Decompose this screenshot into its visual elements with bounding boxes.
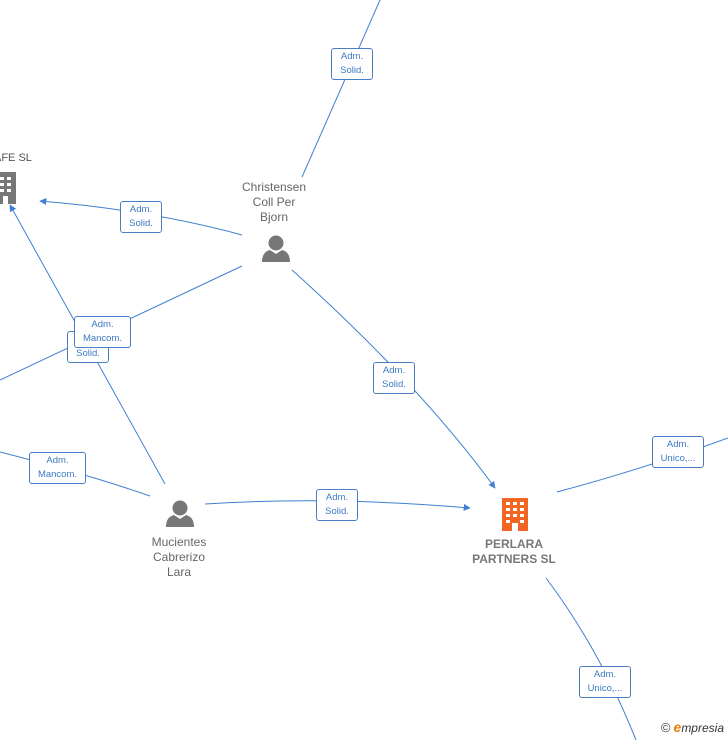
edge-label-christensen-perlara[interactable]: Adm. Solid. [373,362,415,394]
edge-label-right-unico[interactable]: Adm. Unico,... [652,436,704,468]
node-label-perlara[interactable]: PERLARA PARTNERS SL [472,537,556,566]
edge-top-to-christensen [301,0,381,178]
copyright-icon: © [660,719,671,735]
person-icon-christensen [262,235,290,262]
edge-right-to-perlara [556,437,728,493]
brand-watermark: © empresia [661,719,724,735]
edge-label-top-solid[interactable]: Adm. Solid. [331,48,373,80]
node-label-mucientes[interactable]: Mucientes Cabrerizo Lara [151,535,207,579]
edge-label-mancom-bottom[interactable]: Adm. Mancom. [29,452,86,484]
node-label-christensen[interactable]: Christensen Coll Per Bjorn [241,180,307,224]
edge-label-mucientes-perlara[interactable]: Adm. Solid. [316,489,358,521]
edge-label-mancom-top[interactable]: Adm. Mancom. [74,316,131,348]
edge-label-christensen-afe[interactable]: Adm. Solid. [120,201,162,233]
person-icon-mucientes [166,500,194,527]
building-icon-afe [0,172,16,204]
building-icon-perlara [502,498,528,531]
brand-logo-initial: e [673,719,682,735]
node-label-afe[interactable]: AFE SL [0,152,32,164]
edge-label-bottom-unico[interactable]: Adm. Unico,... [579,666,631,698]
edge-perlara-to-bottom [545,577,637,740]
brand-logo-text: mpresia [681,721,724,735]
